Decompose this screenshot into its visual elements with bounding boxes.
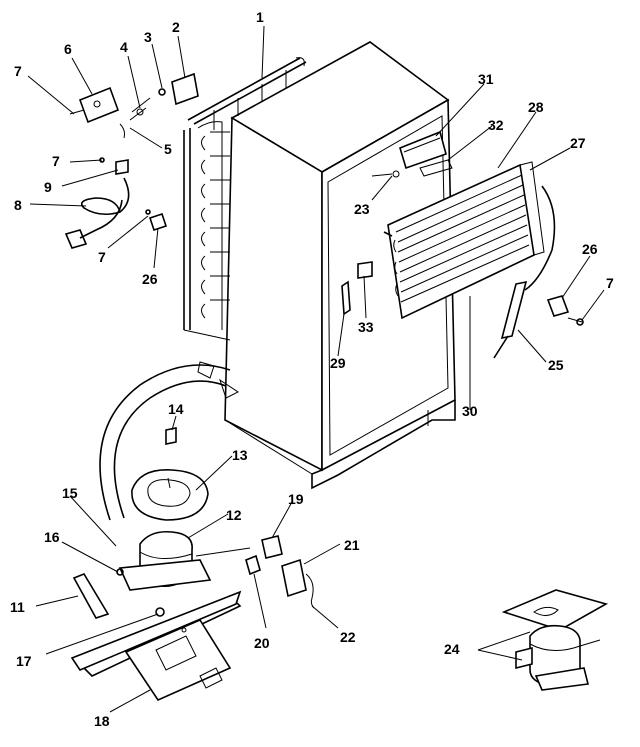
relay-parts bbox=[245, 535, 315, 609]
callout-31: 31 bbox=[478, 71, 494, 87]
callout-labels: 1 2 3 4 5 6 7 7 7 7 8 9 11 12 13 14 15 1… bbox=[10, 9, 614, 729]
callout-6: 6 bbox=[64, 41, 72, 57]
callout-17: 17 bbox=[16, 653, 32, 669]
callout-9: 9 bbox=[44, 179, 52, 195]
drain-hose bbox=[99, 361, 239, 521]
compressor bbox=[501, 589, 609, 691]
callout-13: 13 bbox=[232, 447, 248, 463]
callout-7-mid: 7 bbox=[52, 153, 60, 169]
callout-33: 33 bbox=[358, 319, 374, 335]
callout-25: 25 bbox=[548, 357, 564, 373]
callout-28: 28 bbox=[528, 99, 544, 115]
callout-5: 5 bbox=[164, 141, 172, 157]
callout-26-left: 26 bbox=[142, 271, 158, 287]
cabinet bbox=[224, 41, 456, 490]
callout-20: 20 bbox=[254, 635, 270, 651]
callout-3: 3 bbox=[144, 29, 152, 45]
callout-27: 27 bbox=[570, 135, 586, 151]
callout-11: 11 bbox=[10, 599, 25, 615]
callout-26-right: 26 bbox=[582, 241, 598, 257]
callout-32: 32 bbox=[488, 117, 504, 133]
callout-14: 14 bbox=[168, 401, 184, 417]
callout-21: 21 bbox=[344, 537, 360, 553]
callout-15: 15 bbox=[62, 485, 78, 501]
callout-2: 2 bbox=[172, 19, 180, 35]
callout-22: 22 bbox=[340, 629, 356, 645]
callout-18: 18 bbox=[94, 713, 110, 729]
callout-7-top: 7 bbox=[14, 63, 22, 79]
callout-8: 8 bbox=[14, 197, 22, 213]
callout-24: 24 bbox=[444, 641, 460, 657]
callout-12: 12 bbox=[226, 507, 242, 523]
callout-7-right: 7 bbox=[606, 275, 614, 291]
small-parts-top-left bbox=[64, 72, 199, 249]
base-pan bbox=[70, 590, 242, 702]
front-condenser bbox=[383, 161, 556, 320]
small-parts-center bbox=[341, 130, 453, 316]
callout-1: 1 bbox=[256, 9, 264, 25]
leader-lines bbox=[27, 25, 605, 713]
small-parts-right bbox=[469, 280, 584, 410]
callout-4: 4 bbox=[120, 39, 128, 55]
callout-23: 23 bbox=[354, 201, 370, 217]
callout-19: 19 bbox=[288, 491, 304, 507]
callout-7-left: 7 bbox=[98, 249, 106, 265]
callout-29: 29 bbox=[330, 355, 346, 371]
callout-16: 16 bbox=[44, 529, 60, 545]
back-condenser-coil bbox=[183, 57, 307, 341]
callout-30: 30 bbox=[462, 403, 478, 419]
